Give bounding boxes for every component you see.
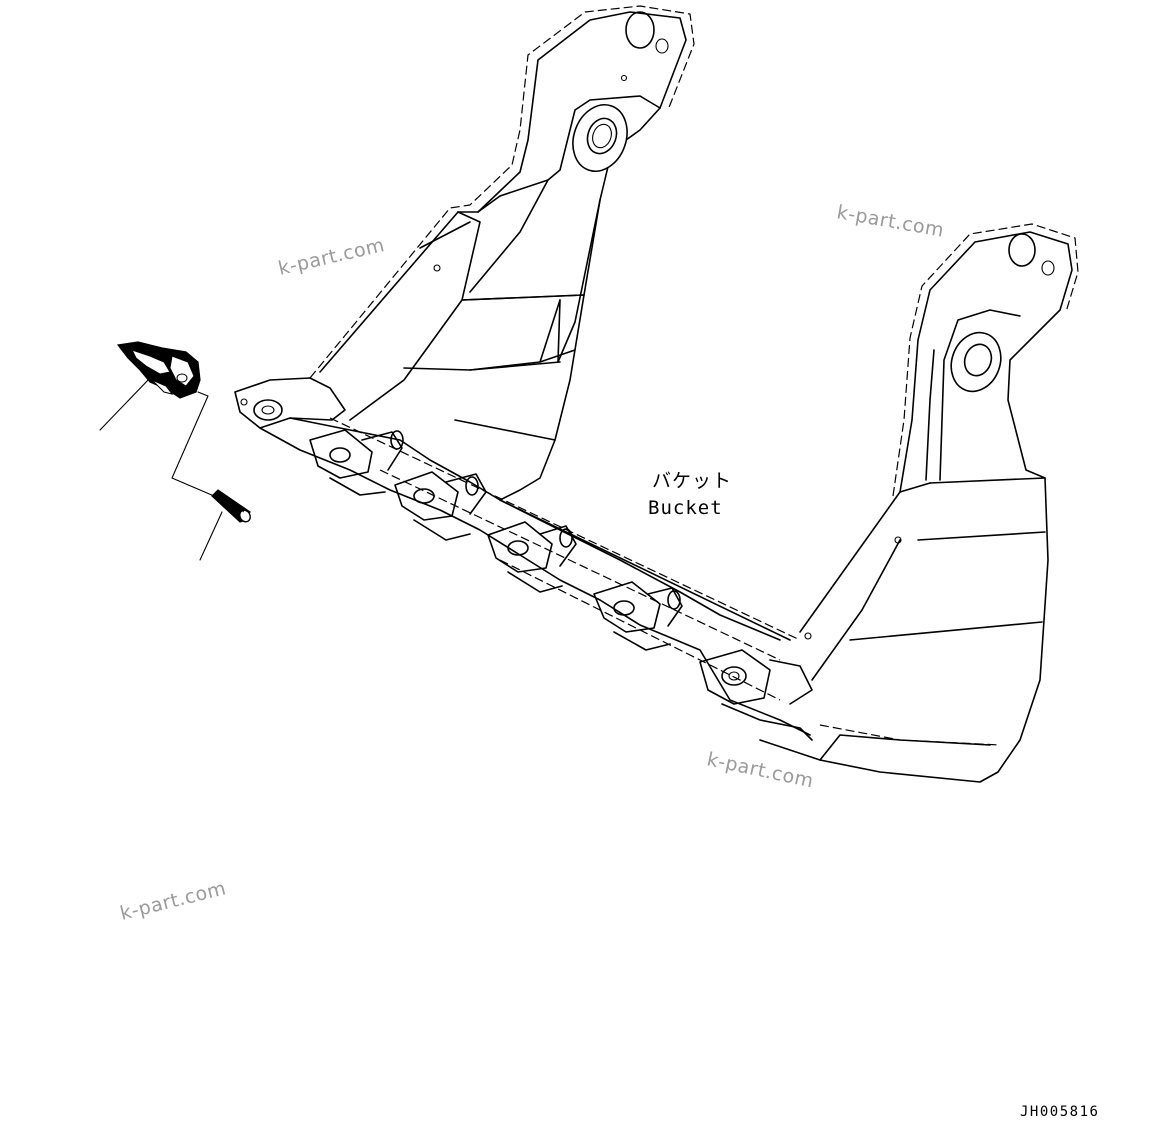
leader-lines: [99, 377, 223, 561]
tooth-5: [699, 649, 813, 741]
part-label-jp: バケット: [652, 470, 732, 492]
tooth-1: [309, 429, 404, 496]
bucket-right-arm: [759, 223, 1079, 783]
adapter-part: [116, 341, 201, 399]
pin-part: [211, 489, 251, 523]
watermark-4: k-part.com: [118, 877, 229, 925]
tooth-4: [593, 581, 683, 651]
drawing-code: JH005816: [1020, 1104, 1099, 1120]
watermark-1: k-part.com: [276, 234, 387, 280]
watermark-2: k-part.com: [835, 201, 946, 241]
tooth-2: [394, 471, 487, 541]
part-label-en: Bucket: [648, 497, 723, 519]
watermark-3: k-part.com: [705, 748, 816, 792]
bucket-drawing: [234, 5, 1079, 783]
bucket-body: [329, 294, 801, 701]
tooth-3: [487, 521, 577, 593]
bucket-cutting-edge: [234, 377, 813, 741]
bucket-left-arm: [309, 5, 695, 421]
